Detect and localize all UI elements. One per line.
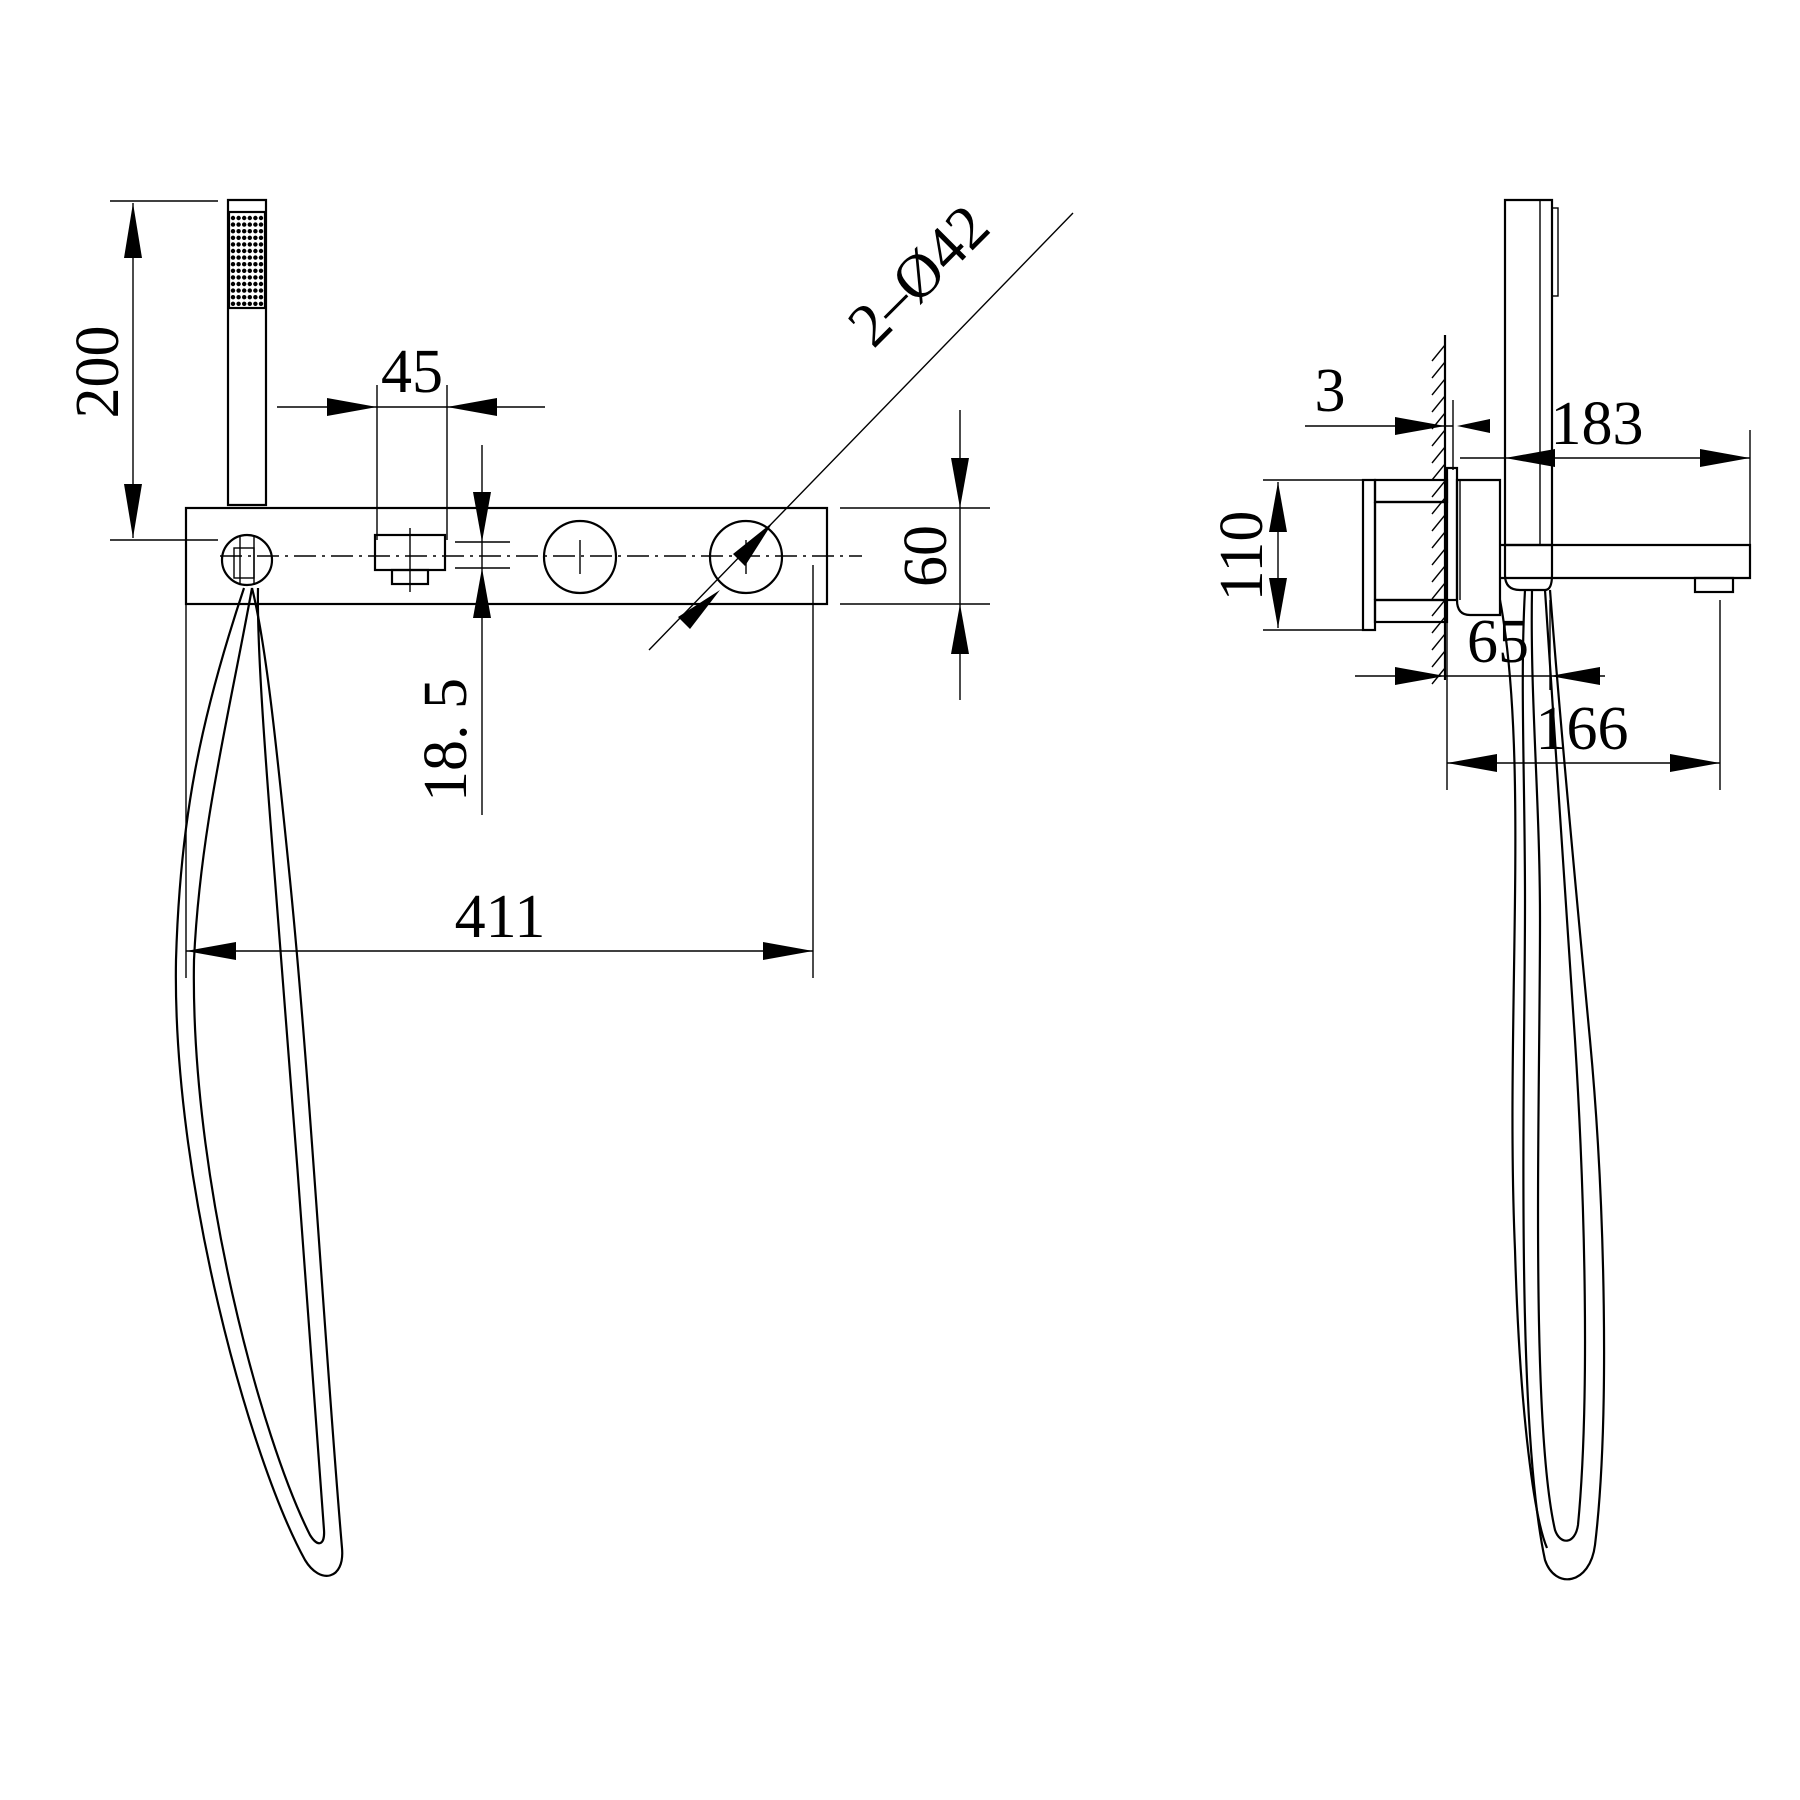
knob-1 (542, 519, 618, 595)
dim-knob-diameter: 2–Ø42 (648, 192, 1074, 651)
side-view: 3 183 110 65 (1208, 198, 1752, 1581)
dim-plate-height: 60 (840, 410, 990, 700)
dim-spout-projection: 166 (1446, 600, 1721, 790)
dim-label-65: 65 (1467, 608, 1529, 676)
wall-hatch (1431, 335, 1447, 685)
dim-label-110: 110 (1208, 511, 1276, 602)
dim-control-width: 45 (277, 338, 545, 540)
dim-offset: 18. 5 (412, 445, 510, 815)
dim-handshower-height: 200 (64, 200, 218, 541)
diverter-control (373, 528, 447, 592)
spout-side (1500, 543, 1752, 580)
dim-plate-width: 411 (185, 565, 814, 978)
front-view: 200 45 18. 5 2–Ø42 (64, 192, 1074, 1577)
dim-handshower-projection: 183 (1460, 390, 1751, 545)
dim-label-45: 45 (381, 338, 443, 406)
dim-label-200: 200 (64, 326, 132, 419)
holder-ring (220, 533, 274, 587)
dim-label-2-o42: 2–Ø42 (835, 192, 1002, 359)
dim-label-411: 411 (455, 883, 546, 951)
hose-front (174, 587, 344, 1577)
dim-plate-thickness: 3 (1305, 357, 1490, 470)
dim-label-183: 183 (1551, 390, 1644, 458)
dim-body-height: 110 (1208, 479, 1363, 631)
dim-label-60: 60 (892, 525, 960, 587)
dim-body-depth: 65 (1355, 600, 1605, 690)
dim-label-18-5: 18. 5 (412, 678, 480, 802)
nozzle-dots (230, 215, 264, 306)
dim-label-3: 3 (1315, 357, 1346, 425)
hose-side (1521, 589, 1606, 1581)
hand-shower-front (226, 198, 268, 507)
dim-label-166: 166 (1536, 695, 1629, 763)
